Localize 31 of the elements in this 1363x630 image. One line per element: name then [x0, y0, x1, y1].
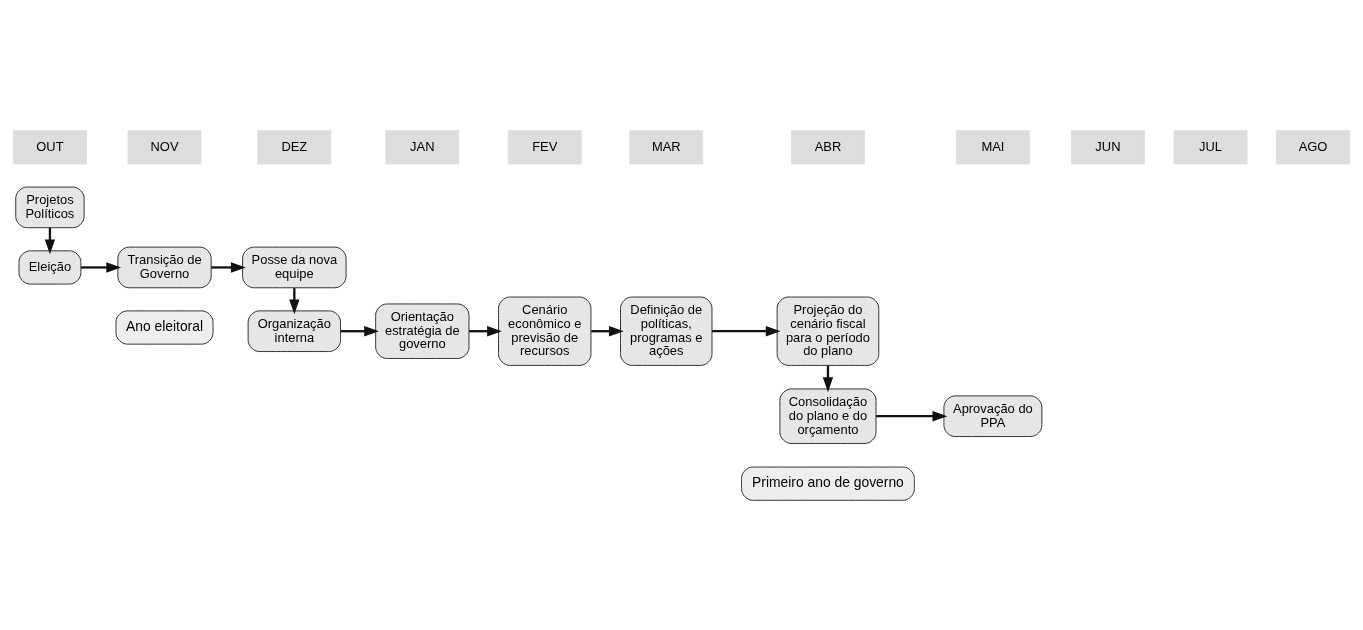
arrow	[340, 325, 379, 336]
label: AGO	[1298, 138, 1328, 154]
label: JUL	[1199, 138, 1222, 154]
node-box: Projetos Políticos	[15, 186, 85, 228]
node-box: Projeção do cenário fiscal para o período do plano	[776, 296, 880, 366]
label: FEV	[532, 138, 558, 154]
label: MAI	[981, 138, 1005, 154]
label: JUN	[1095, 138, 1121, 154]
node-box: Orientação estratégia de governo	[375, 303, 470, 359]
node-box: Definição de políticas, programas e ações	[620, 296, 713, 366]
node-box: Consolidação do plano e do orçamento	[779, 388, 877, 444]
label: NOV	[150, 138, 179, 154]
node-box: Cenário econômico e previsão de recursos	[498, 296, 592, 366]
label: MAR	[651, 138, 681, 154]
label: ABR	[814, 138, 842, 154]
arrow	[81, 261, 122, 273]
node-box: Organização interna	[247, 309, 341, 352]
node-box: Posse da nova equipe	[242, 246, 347, 288]
arrow	[211, 261, 246, 273]
label: OUT	[36, 138, 64, 154]
node-box: Aprovação do PPA	[943, 394, 1043, 437]
node-box: Ano eleitoral	[115, 309, 214, 345]
label: DEZ	[281, 138, 308, 154]
node-box: Primeiro ano de governo	[741, 466, 915, 501]
node-box: Eleição	[18, 249, 82, 285]
arrow	[591, 325, 624, 336]
arrow	[876, 410, 948, 421]
node-box: Transição de Governo	[117, 246, 212, 288]
arrow	[712, 325, 781, 336]
arrow	[469, 325, 502, 336]
label: JAN	[410, 138, 435, 154]
